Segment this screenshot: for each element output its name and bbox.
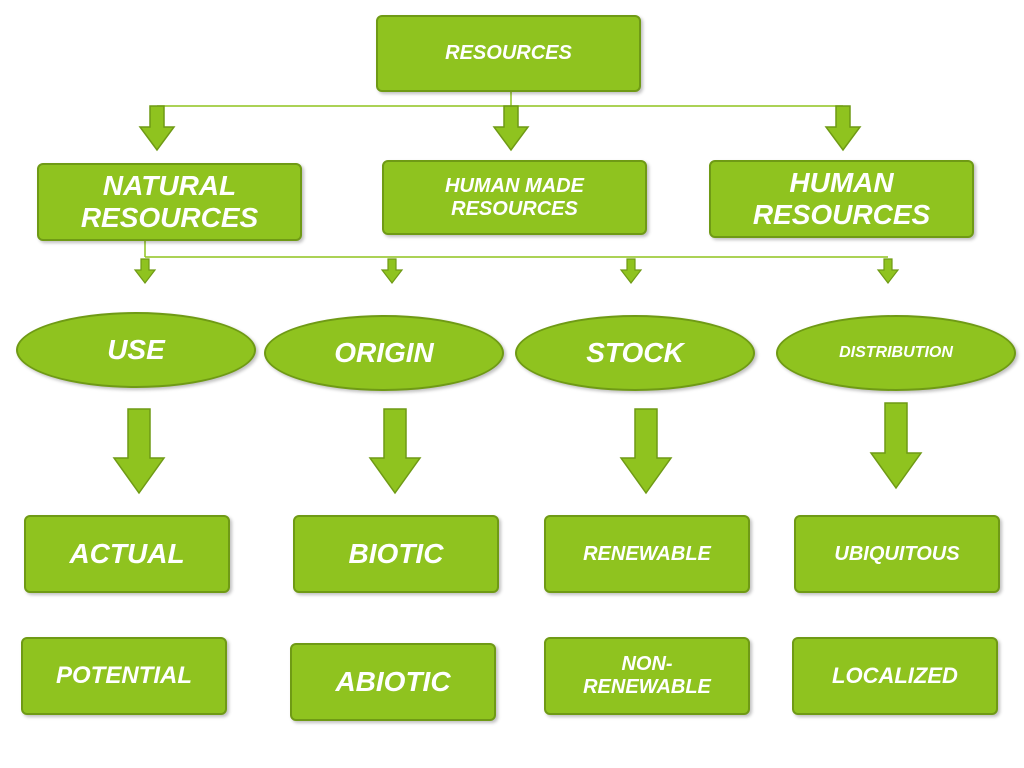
human-made-resources-label-line2: RESOURCES xyxy=(451,197,578,220)
abiotic-box: ABIOTIC xyxy=(290,643,496,721)
natural-resources-label-line1: NATURAL xyxy=(102,169,237,201)
human-made-resources-label-line1: HUMAN MADE xyxy=(445,174,584,197)
root-resources-box: RESOURCES xyxy=(376,15,641,92)
origin-oval: ORIGIN xyxy=(264,315,504,391)
human-resources-box: HUMAN RESOURCES xyxy=(709,160,974,238)
abiotic-label: ABIOTIC xyxy=(335,665,451,697)
arrow-down-icon xyxy=(824,105,862,152)
renewable-box: RENEWABLE xyxy=(544,515,750,593)
arrow-down-icon xyxy=(876,258,900,284)
arrow-down-icon xyxy=(869,402,923,490)
human-made-resources-box: HUMAN MADE RESOURCES xyxy=(382,160,647,235)
distribution-oval: DISTRIBUTION xyxy=(776,315,1016,391)
potential-box: POTENTIAL xyxy=(21,637,227,715)
natural-resources-label-line2: RESOURCES xyxy=(80,202,259,233)
non-renewable-box: NON-RENEWABLE xyxy=(544,637,750,715)
actual-label: ACTUAL xyxy=(69,537,185,569)
root-resources-label: RESOURCES xyxy=(445,42,572,64)
arrow-down-icon xyxy=(619,258,643,284)
arrow-down-icon xyxy=(112,408,166,495)
localized-box: LOCALIZED xyxy=(792,637,998,715)
arrow-down-icon xyxy=(368,408,422,495)
renewable-label: RENEWABLE xyxy=(583,542,711,565)
non-renewable-label: NON-RENEWABLE xyxy=(583,653,711,698)
stock-label: STOCK xyxy=(586,337,684,368)
natural-resources-box: NATURAL RESOURCES xyxy=(37,163,302,241)
ubiquitous-box: UBIQUITOUS xyxy=(794,515,1000,593)
arrow-down-icon xyxy=(380,258,404,284)
localized-label: LOCALIZED xyxy=(832,663,958,689)
human-resources-label-line2: RESOURCES xyxy=(752,199,931,230)
potential-label: POTENTIAL xyxy=(56,662,192,690)
arrow-down-icon xyxy=(133,258,157,284)
biotic-box: BIOTIC xyxy=(293,515,499,593)
human-resources-label-line1: HUMAN xyxy=(789,166,894,198)
arrow-down-icon xyxy=(619,408,673,495)
use-label: USE xyxy=(107,334,165,365)
ubiquitous-label: UBIQUITOUS xyxy=(834,542,960,565)
origin-label: ORIGIN xyxy=(334,337,434,368)
biotic-label: BIOTIC xyxy=(348,537,444,569)
stock-oval: STOCK xyxy=(515,315,755,391)
distribution-label: DISTRIBUTION xyxy=(839,344,953,361)
use-oval: USE xyxy=(16,312,256,388)
actual-box: ACTUAL xyxy=(24,515,230,593)
arrow-down-icon xyxy=(492,105,530,152)
arrow-down-icon xyxy=(138,105,176,152)
